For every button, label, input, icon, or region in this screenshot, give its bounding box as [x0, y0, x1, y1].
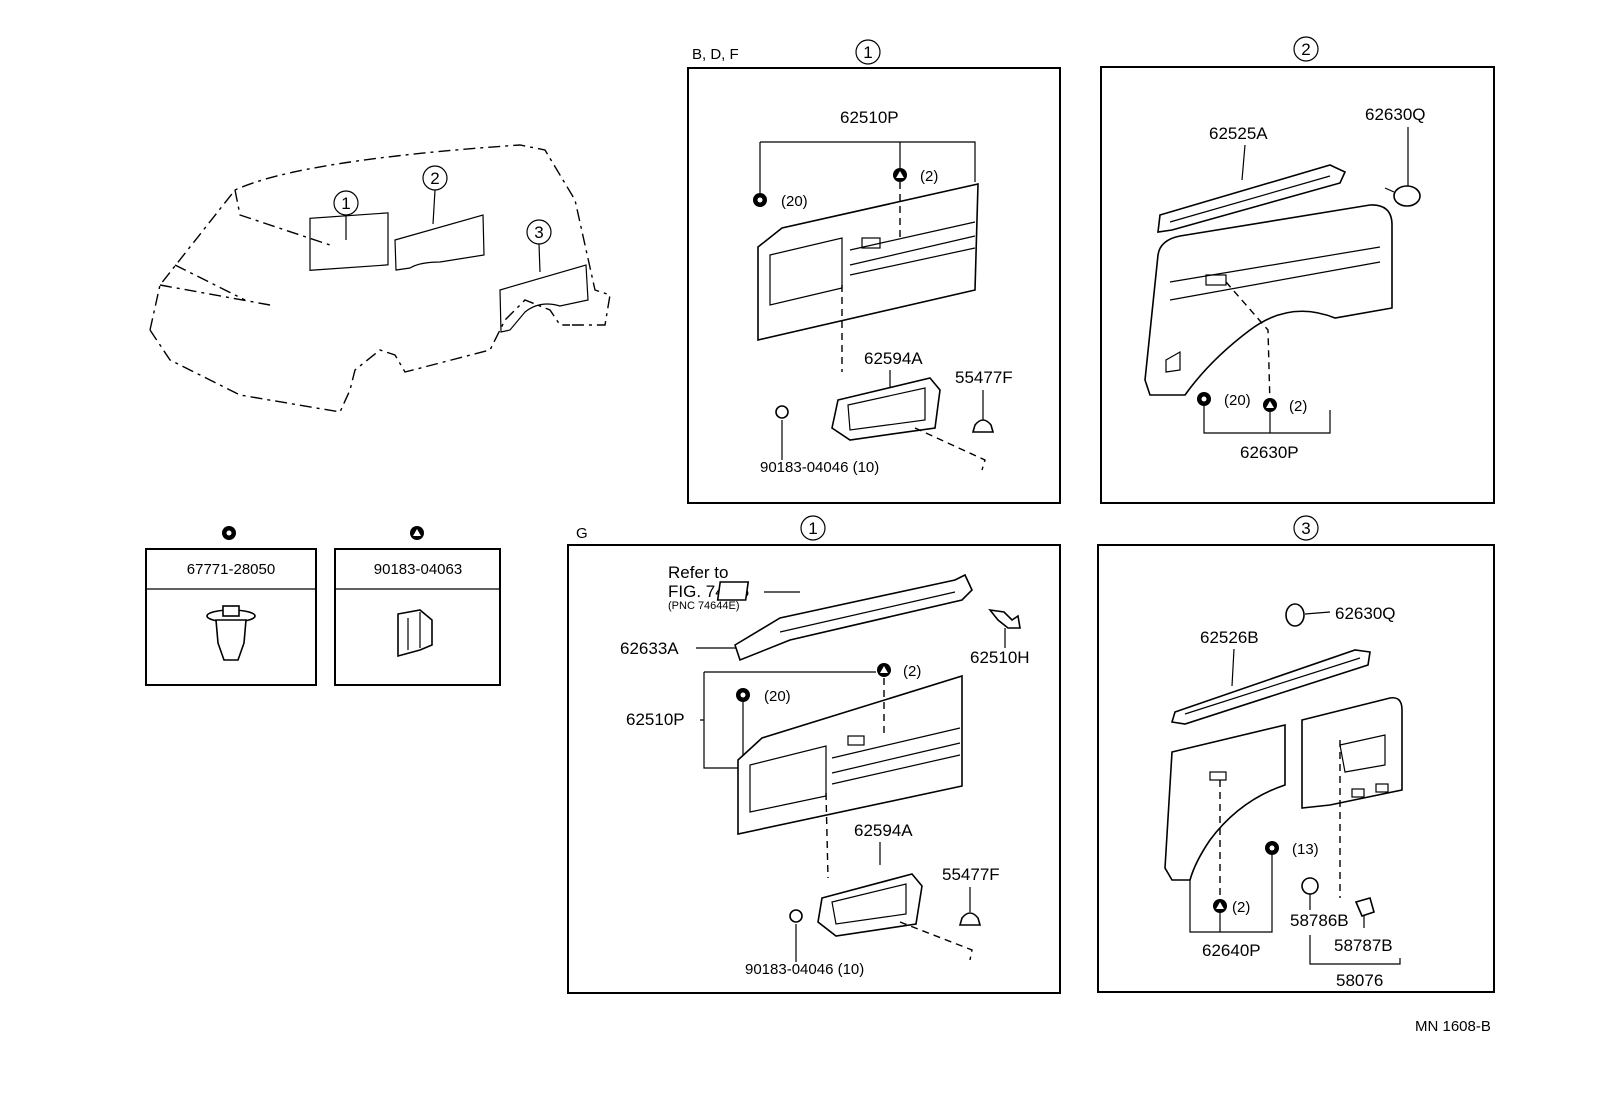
svg-text:(20): (20) — [781, 193, 808, 210]
figure-id: MN 1608-B — [1415, 1018, 1491, 1035]
part-62640P-label: 62640P — [1202, 941, 1261, 960]
triangle-clip-icon — [1263, 398, 1277, 412]
part-58786B-label: 58786B — [1290, 911, 1349, 930]
pocket-g-illustration — [817, 873, 923, 937]
triangle-clip-icon — [410, 526, 424, 540]
legend-clip-b: 90183-04063 — [334, 526, 501, 686]
circle-clip-icon — [753, 193, 767, 207]
refer-text-line1: Refer to — [668, 563, 728, 582]
garnish-3-illustration — [1170, 649, 1371, 725]
clip-q-illustration — [1384, 185, 1421, 207]
trim-panel-2-illustration — [1144, 204, 1393, 396]
svg-text:(20): (20) — [764, 688, 791, 705]
svg-text:(2): (2) — [920, 168, 938, 185]
legend-part-number-b: 90183-04063 — [374, 561, 462, 578]
part-90183-04046-label: 90183-04046 (10) — [760, 459, 879, 476]
part-62510H-label: 62510H — [970, 648, 1030, 667]
panel-callout-1-top: 1 — [855, 39, 881, 65]
triangle-clip-icon — [893, 168, 907, 182]
svg-text:(20): (20) — [1224, 392, 1251, 409]
panel-callout-1-bottom: 1 — [800, 515, 826, 541]
part-58787B-label: 58787B — [1334, 936, 1393, 955]
svg-text:1: 1 — [863, 43, 872, 62]
hook-c-illustration — [1354, 897, 1375, 917]
circle-clip-icon — [736, 688, 750, 702]
svg-text:(2): (2) — [1232, 899, 1250, 916]
circle-clip-icon — [1197, 392, 1211, 406]
cap-illustration — [971, 419, 995, 433]
circle-clip-icon — [222, 526, 236, 540]
svg-text:3: 3 — [1301, 519, 1310, 538]
part-62633A-label: 62633A — [620, 639, 679, 658]
part-62630Q-label: 62630Q — [1365, 105, 1426, 124]
svg-text:(13): (13) — [1292, 841, 1319, 858]
part-62594A-label: 62594A — [864, 349, 923, 368]
variant-label-g: G — [576, 525, 588, 542]
trim-panel-3b-illustration — [1301, 696, 1403, 809]
svg-text:3: 3 — [534, 223, 543, 242]
vehicle-overview: 1 2 3 — [149, 144, 611, 413]
panel-3: 3 62630Q 62526B (13) — [1097, 515, 1495, 993]
trim-panel-3-illustration — [1164, 723, 1286, 881]
legend-part-number-a: 67771-28050 — [187, 561, 275, 578]
pocket-illustration — [831, 377, 941, 441]
part-62630Q-label-3: 62630Q — [1335, 604, 1396, 623]
hook-b-illustration — [1301, 877, 1319, 895]
vehicle-callout-3: 3 — [526, 219, 552, 273]
legend-clip-a: 67771-28050 — [145, 526, 317, 686]
panel-2: 2 62525A 62630Q (20) (2) 62 — [1100, 36, 1495, 504]
variant-label-bdf: B, D, F — [692, 46, 739, 63]
refer-text-line3: (PNC 74644E) — [668, 600, 740, 612]
part-55477F-label: 55477F — [955, 368, 1013, 387]
screw-illustration — [775, 405, 789, 419]
clip-h-illustration — [988, 608, 1021, 629]
svg-text:2: 2 — [430, 169, 439, 188]
panel-bdf-1: B, D, F 1 62510P (20) (2) 62594A 5547 — [687, 39, 1061, 504]
push-clip-illustration — [206, 605, 256, 661]
part-58076-label: 58076 — [1336, 971, 1383, 990]
panel-g-1: G 1 Refer to FIG. 74-55 (PNC 74644E) 626… — [567, 515, 1061, 994]
garnish-illustration — [1157, 164, 1347, 233]
garnish-g-illustration — [734, 573, 973, 662]
screw-g-illustration — [789, 909, 803, 923]
panel-callout-2: 2 — [1293, 36, 1319, 62]
part-62526B-label: 62526B — [1200, 628, 1259, 647]
trim-panel-illustration — [757, 182, 979, 342]
clip-q3-illustration — [1285, 603, 1305, 627]
part-62510P-label: 62510P — [840, 108, 899, 127]
vehicle-callout-2: 2 — [422, 165, 448, 225]
cap-g-illustration — [958, 912, 982, 926]
svg-text:(2): (2) — [903, 663, 921, 680]
part-62630P-label: 62630P — [1240, 443, 1299, 462]
part-55477F-label-g: 55477F — [942, 865, 1000, 884]
triangle-clip-icon — [877, 663, 891, 677]
part-90183-04046-label-g: 90183-04046 (10) — [745, 961, 864, 978]
panel-callout-3: 3 — [1293, 515, 1319, 541]
svg-text:2: 2 — [1301, 40, 1310, 59]
svg-text:1: 1 — [808, 519, 817, 538]
circle-clip-icon — [1265, 841, 1279, 855]
part-62510P-label-g: 62510P — [626, 710, 685, 729]
svg-text:1: 1 — [341, 194, 350, 213]
part-62525A-label: 62525A — [1209, 124, 1268, 143]
part-62594A-label-g: 62594A — [854, 821, 913, 840]
u-clip-illustration — [397, 609, 433, 658]
vehicle-callout-1: 1 — [333, 190, 359, 240]
svg-text:(2): (2) — [1289, 398, 1307, 415]
triangle-clip-icon — [1213, 899, 1227, 913]
